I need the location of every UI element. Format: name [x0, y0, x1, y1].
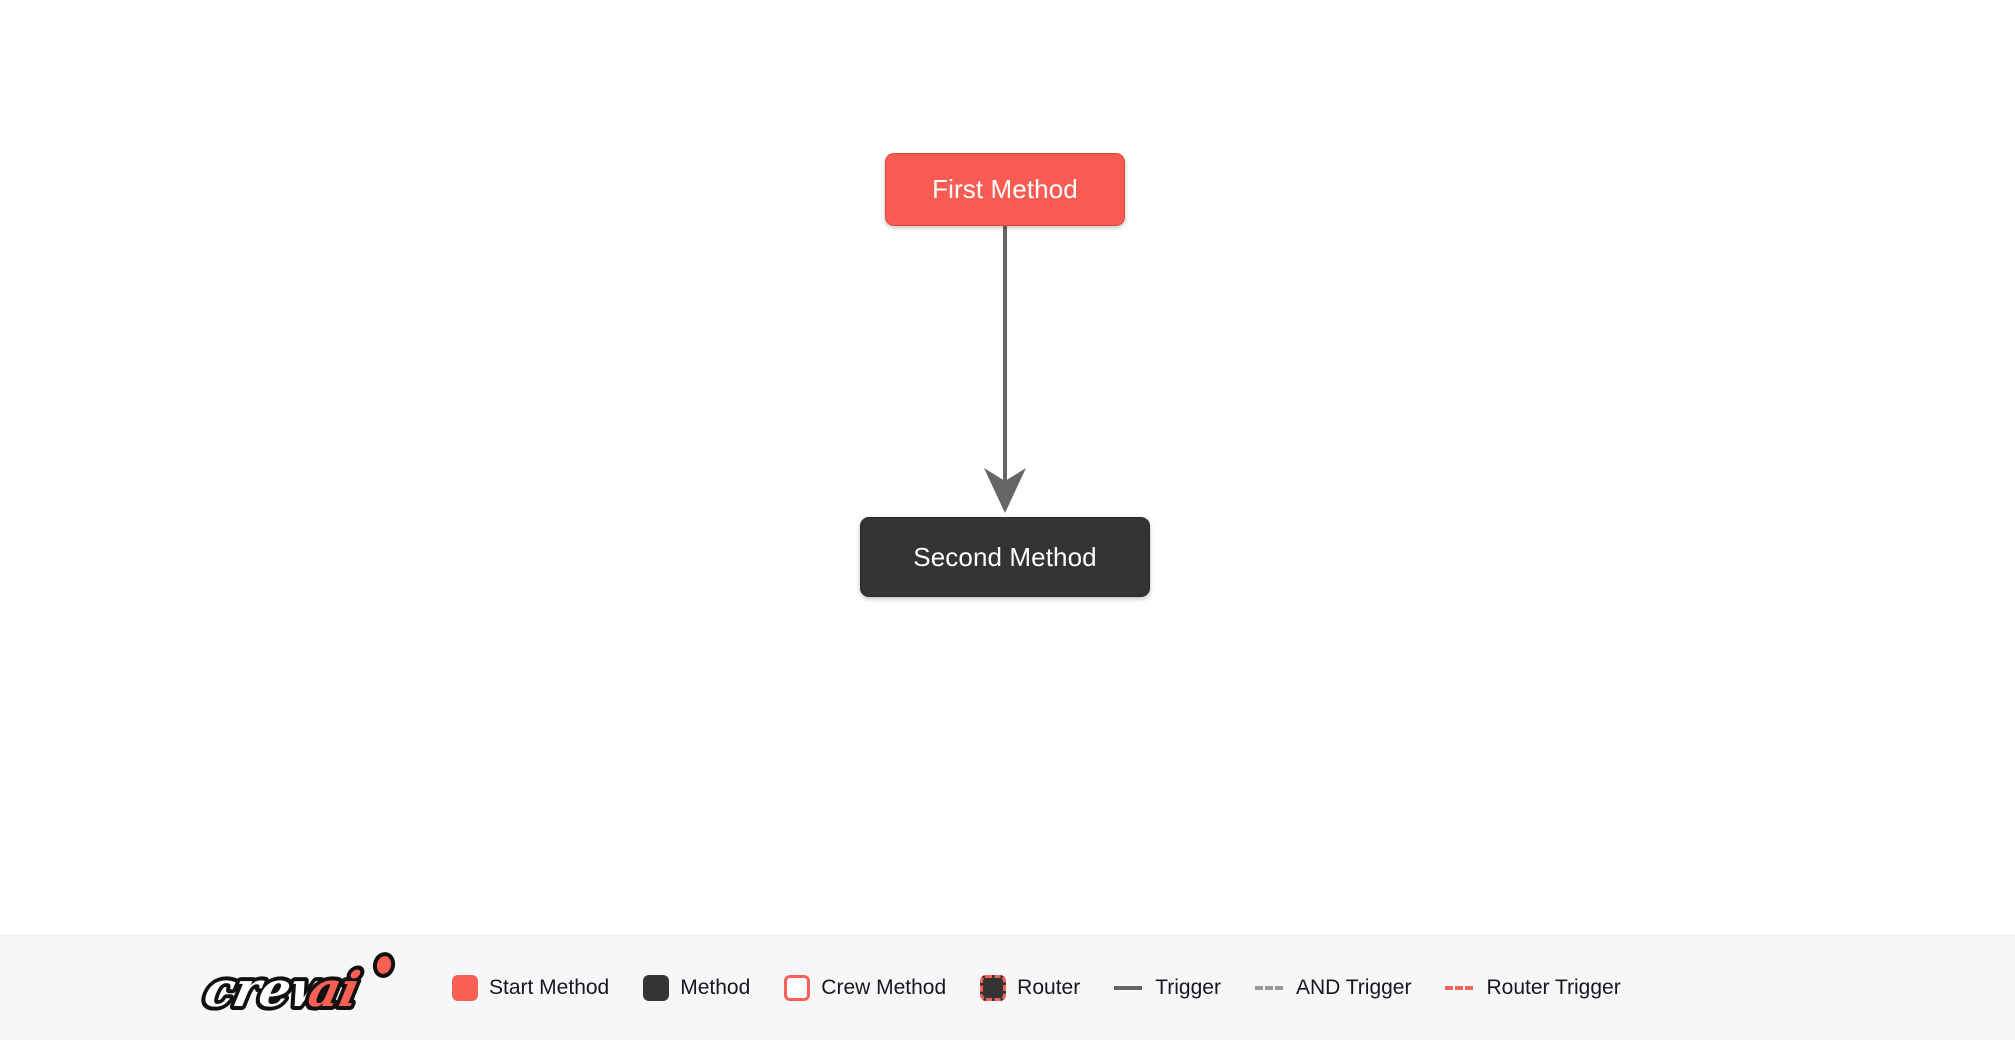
legend-bar: crew ai Start Method Method Crew Method …: [0, 935, 2015, 1040]
crewai-logo: crew ai: [196, 952, 396, 1022]
node-first-method-label: First Method: [932, 174, 1078, 204]
legend-label-method: Method: [680, 976, 751, 999]
legend-item-start-method: Start Method: [452, 975, 609, 1001]
method-swatch: [643, 975, 670, 1001]
legend-item-crew-method: Crew Method: [784, 975, 946, 1001]
start-method-swatch: [452, 975, 478, 1001]
legend-label-router: Router: [1017, 976, 1081, 999]
legend-item-router: Router: [980, 975, 1080, 1001]
router-trigger-line: [1445, 986, 1474, 990]
logo-text-crew: crew: [200, 961, 341, 1017]
flow-canvas[interactable]: First Method Second Method: [0, 0, 2015, 935]
logo-dot-icon: [372, 952, 396, 978]
trigger-line: [1114, 986, 1143, 990]
crew-method-swatch: [784, 975, 811, 1001]
router-swatch: [980, 975, 1007, 1001]
flow-edges-layer: [984, 226, 1026, 513]
and-trigger-line: [1254, 986, 1283, 990]
legend-item-method: Method: [643, 975, 750, 1001]
legend-item-and-trigger: AND Trigger: [1254, 976, 1412, 1000]
legend-label-start-method: Start Method: [489, 976, 610, 999]
node-second-method[interactable]: Second Method: [860, 517, 1150, 597]
legend-label-router-trigger: Router Trigger: [1486, 976, 1621, 999]
legend-items: Start Method Method Crew Method Router T…: [452, 975, 1621, 1001]
edge-arrowhead: [984, 468, 1026, 513]
edge-first-to-second: [984, 226, 1026, 513]
legend-item-router-trigger: Router Trigger: [1445, 976, 1621, 1000]
node-second-method-label: Second Method: [913, 541, 1097, 572]
legend-label-trigger: Trigger: [1155, 976, 1221, 999]
legend-item-trigger: Trigger: [1114, 976, 1221, 1000]
legend-label-and-trigger: AND Trigger: [1295, 976, 1412, 999]
legend-label-crew-method: Crew Method: [821, 976, 947, 999]
node-first-method[interactable]: First Method: [885, 153, 1125, 226]
